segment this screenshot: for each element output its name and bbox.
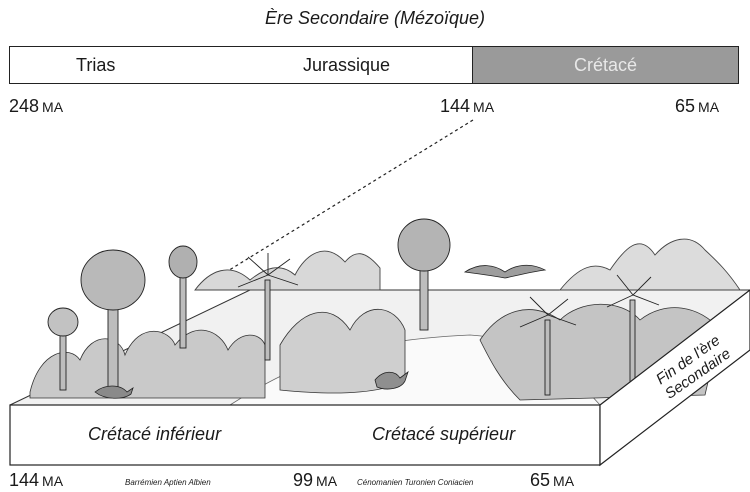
- tree-crown: [48, 308, 78, 336]
- tree-crown: [81, 250, 145, 310]
- mountains-left: [195, 251, 380, 290]
- label-cretace-superieur: Crétacé supérieur: [372, 424, 515, 445]
- pterosaur-icon: [465, 265, 545, 278]
- stages-upper: Cénomanien Turonien Coniacien: [357, 478, 473, 487]
- tick-value: 99: [293, 470, 313, 490]
- stages-lower: Barrémien Aptien Albien: [125, 478, 211, 487]
- tree-crown: [169, 246, 197, 278]
- palm-trunk: [265, 280, 270, 360]
- tick-unit: MA: [42, 473, 63, 489]
- label-cretace-inferieur: Crétacé inférieur: [88, 424, 221, 445]
- tree-trunk: [180, 268, 186, 348]
- tick-value: 144: [9, 470, 39, 490]
- tick-unit: MA: [553, 473, 574, 489]
- tick-unit: MA: [316, 473, 337, 489]
- palm-trunk: [545, 320, 550, 395]
- tree-trunk: [60, 330, 66, 390]
- tick-value: 65: [530, 470, 550, 490]
- tree-trunk: [108, 300, 118, 390]
- tree-crown: [398, 219, 450, 271]
- mountains-right: [560, 239, 740, 290]
